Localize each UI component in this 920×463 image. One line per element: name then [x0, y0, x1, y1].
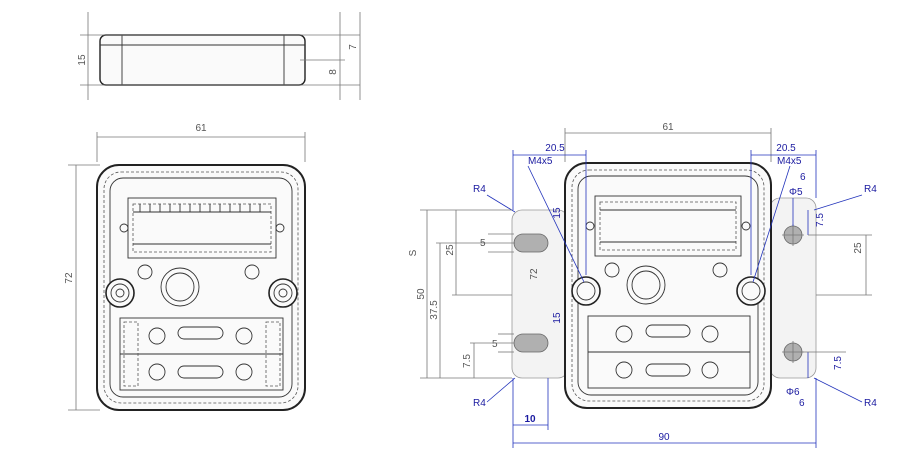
- mount-lcd: [594, 195, 742, 257]
- mount-button-right: [712, 262, 728, 278]
- side-view: 15 7 8: [77, 12, 361, 100]
- mount-dia-6: Φ6: [786, 387, 800, 398]
- mount-dim-6-bottom: 6: [799, 398, 805, 409]
- mount-dim-25-right: 25: [853, 242, 864, 254]
- mount-dim-20-5-left: 20.5: [545, 143, 565, 154]
- mount-dim-37-5: 37.5: [429, 300, 440, 320]
- mount-dim-25-left: 25: [445, 244, 456, 256]
- mount-dim-7-5-right-top: 7.5: [815, 213, 826, 227]
- mount-r4-bottom-left: R4: [473, 398, 486, 409]
- mount-dim-6-top: 6: [800, 172, 806, 183]
- mount-label-s: S: [408, 249, 419, 256]
- mount-dim-7-5-right-bottom: 7.5: [833, 356, 844, 370]
- mount-dim-61: 61: [662, 122, 674, 133]
- mount-dim-7-5-left: 7.5: [462, 354, 473, 368]
- mount-r4-top-left: R4: [473, 184, 486, 195]
- mount-housing: [564, 162, 772, 409]
- mount-slot-top: [513, 233, 549, 253]
- mount-dim-10: 10: [524, 414, 536, 425]
- side-dim-15: 15: [77, 54, 88, 66]
- front-mount-left: [105, 278, 135, 308]
- mount-r4-top-right: R4: [864, 184, 877, 195]
- front-button-center: [160, 267, 200, 307]
- front-dim-61: 61: [195, 123, 207, 134]
- mount-label-15-top: 15: [552, 207, 563, 219]
- mount-boss-left: [571, 276, 601, 306]
- mount-button-left: [604, 262, 620, 278]
- side-dim-7: 7: [348, 44, 359, 50]
- front-button-right: [244, 264, 260, 280]
- mount-dim-50: 50: [416, 288, 427, 300]
- side-view-body: [99, 34, 306, 86]
- front-housing: [96, 164, 306, 411]
- mount-button-center: [626, 265, 666, 305]
- mount-view: 61: [408, 122, 877, 448]
- front-view: 61 72: [64, 123, 306, 411]
- front-button-left: [137, 264, 153, 280]
- mount-dim-20-5-right: 20.5: [776, 143, 796, 154]
- mount-dia-5: Φ5: [789, 187, 803, 198]
- mount-thread-right: M4x5: [777, 156, 802, 167]
- mount-dim-72: 72: [529, 268, 540, 280]
- mount-dim-5-top: 5: [480, 238, 486, 249]
- side-dim-8: 8: [328, 69, 339, 75]
- mount-dim-90: 90: [658, 432, 670, 443]
- mount-thread-left: M4x5: [528, 156, 553, 167]
- front-mount-right: [268, 278, 298, 308]
- mount-boss-right: [736, 276, 766, 306]
- mount-r4-bottom-right: R4: [864, 398, 877, 409]
- mount-dim-5-bottom: 5: [492, 339, 498, 350]
- mount-label-15-bottom: 15: [552, 312, 563, 324]
- mount-slot-bottom: [513, 333, 549, 353]
- front-dim-72: 72: [64, 272, 75, 284]
